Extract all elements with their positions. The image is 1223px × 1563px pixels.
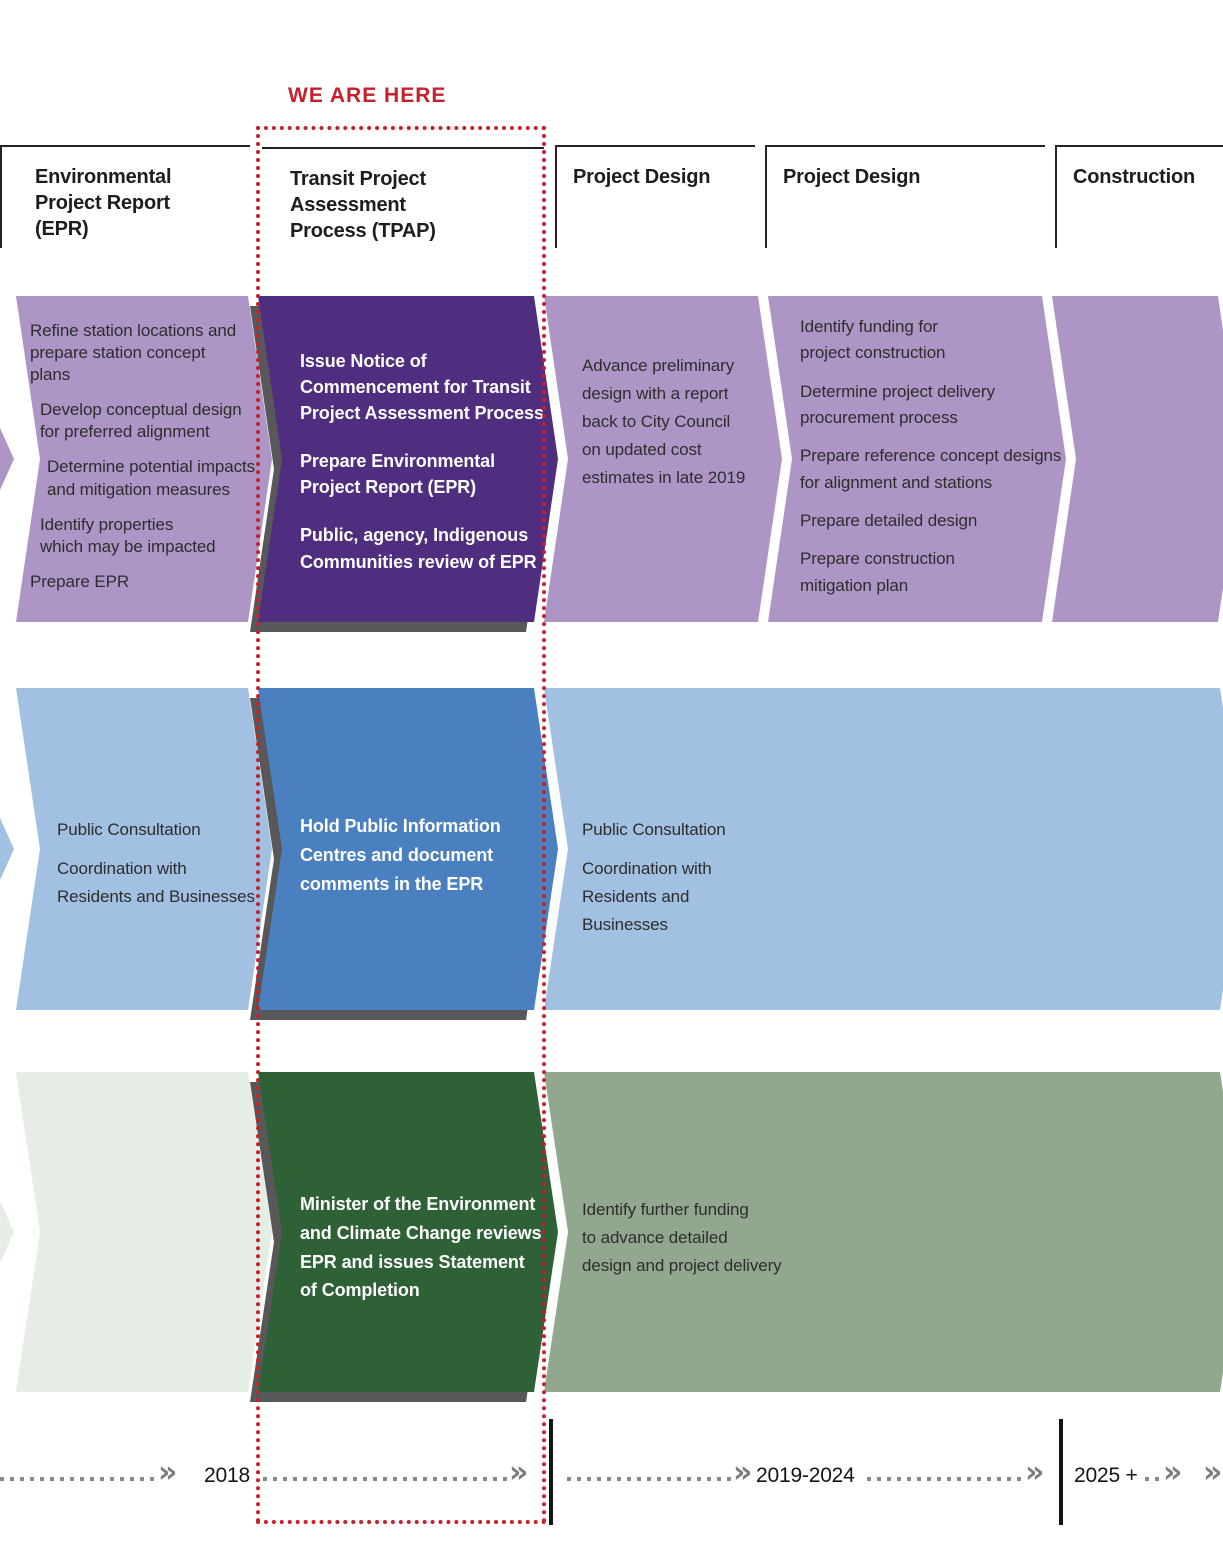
task-item: Coordination with Residents and Business…: [57, 859, 255, 907]
phase-header-tick: [555, 145, 557, 248]
task-item: Public Consultation: [582, 820, 726, 839]
timeline-arrow-icon: »: [509, 1455, 529, 1490]
consultation-tpap-tasks: Hold Public Information Centres and docu…: [300, 812, 545, 920]
timeline-divider: [549, 1419, 553, 1525]
consultation-epr-segment: [16, 688, 272, 1010]
task-item: Develop conceptual design for preferred …: [40, 400, 242, 442]
consultation-tpap-segment: [258, 688, 558, 1010]
phase-header-tick: [765, 145, 767, 248]
timeline-arrow-icon: »: [1163, 1455, 1183, 1490]
task-item: Identify further funding to advance deta…: [582, 1200, 782, 1276]
phase-title-epr: Environmental Project Report (EPR): [35, 166, 172, 240]
prior-segment-tip: [0, 818, 14, 880]
phase-header-rule: [765, 145, 1045, 147]
phase-title-design-2: Project Design: [783, 166, 921, 188]
task-item: Public, agency, Indigenous Communities r…: [300, 525, 537, 572]
approval-design-segment: [544, 1072, 1223, 1392]
consultation-design-tasks: Public Consultation Coordination with Re…: [582, 816, 767, 950]
timeline-arrow-icon: »: [1203, 1455, 1223, 1490]
technical-design1-segment: [544, 296, 782, 622]
we-are-here-label: WE ARE HERE: [288, 84, 447, 107]
consultation-design-segment: [544, 688, 1223, 1010]
prior-segment-tip: [0, 1201, 14, 1263]
timeline-divider: [1059, 1419, 1063, 1525]
timeline-dots: [263, 1477, 509, 1481]
timeline-arrow-icon: »: [1025, 1455, 1045, 1490]
timeline-label-2018: 2018: [204, 1464, 250, 1487]
approval-epr-segment: [16, 1072, 272, 1392]
task-item: Identify funding for project constructio…: [800, 317, 946, 363]
technical-epr-segment: [16, 296, 272, 622]
phase-header-rule: [555, 145, 755, 147]
approval-tpap-segment: [258, 1072, 558, 1392]
phase-header-rule: [262, 147, 544, 149]
task-item: Determine potential impacts and mitigati…: [47, 457, 256, 499]
phase-header-tick: [0, 145, 2, 248]
phase-title-tpap: Transit Project Assessment Process (TPAP…: [290, 168, 436, 242]
phase-header-rule: [1055, 145, 1223, 147]
task-item: Public Consultation: [57, 820, 201, 839]
phase-header-tick: [1055, 145, 1057, 248]
timeline-label-2019-2024: 2019-2024: [756, 1464, 855, 1487]
technical-epr-tasks: Refine station locations and prepare sta…: [30, 320, 272, 606]
technical-design1-tasks: Advance preliminary design with a report…: [582, 352, 782, 503]
prior-segment-tip: [0, 428, 14, 490]
phase-title-design-1: Project Design: [573, 166, 711, 188]
task-item: Minister of the Environment and Climate …: [300, 1194, 542, 1301]
technical-design2-tasks: Identify funding for project constructio…: [800, 314, 1062, 611]
timeline-arrow-icon: »: [733, 1455, 753, 1490]
phase-title-construction: Construction: [1073, 166, 1196, 188]
timeline-dots: [0, 1477, 158, 1481]
task-item: Prepare EPR: [30, 571, 130, 591]
task-item: Prepare detailed design: [800, 511, 978, 531]
timeline-dots: [1145, 1477, 1161, 1481]
task-item: Refine station locations and prepare sta…: [30, 321, 237, 385]
task-item: Prepare construction mitigation plan: [800, 549, 955, 595]
task-item: Coordination with Residents and Business…: [582, 859, 712, 935]
technical-tpap-segment: [258, 296, 558, 622]
technical-tpap-tasks: Issue Notice of Commencement for Transit…: [300, 348, 550, 597]
technical-construction-segment: [1052, 296, 1223, 622]
approval-tpap-tasks: Minister of the Environment and Climate …: [300, 1190, 556, 1327]
technical-design2-segment: [768, 296, 1066, 622]
timeline-label-2025: 2025 +: [1074, 1464, 1138, 1487]
current-phase-outline: [256, 126, 546, 1524]
consultation-epr-tasks: Public Consultation Coordination with Re…: [57, 816, 282, 922]
task-item: Issue Notice of Commencement for Transit…: [300, 351, 544, 424]
timeline-arrow-icon: »: [158, 1455, 178, 1490]
task-item: Hold Public Information Centres and docu…: [300, 816, 501, 894]
task-item: Identify properties which may be impacte…: [40, 514, 216, 556]
task-item: Determine project delivery procurement p…: [800, 381, 995, 428]
task-item: Prepare reference concept designs for al…: [800, 446, 1062, 492]
timeline-dots: [567, 1477, 733, 1481]
task-item: Advance preliminary design with a report…: [582, 356, 746, 488]
approval-design-tasks: Identify further funding to advance deta…: [582, 1196, 807, 1291]
phase-header-rule: [0, 145, 250, 147]
timeline-dots: [867, 1477, 1025, 1481]
task-item: Prepare Environmental Project Report (EP…: [300, 451, 495, 498]
